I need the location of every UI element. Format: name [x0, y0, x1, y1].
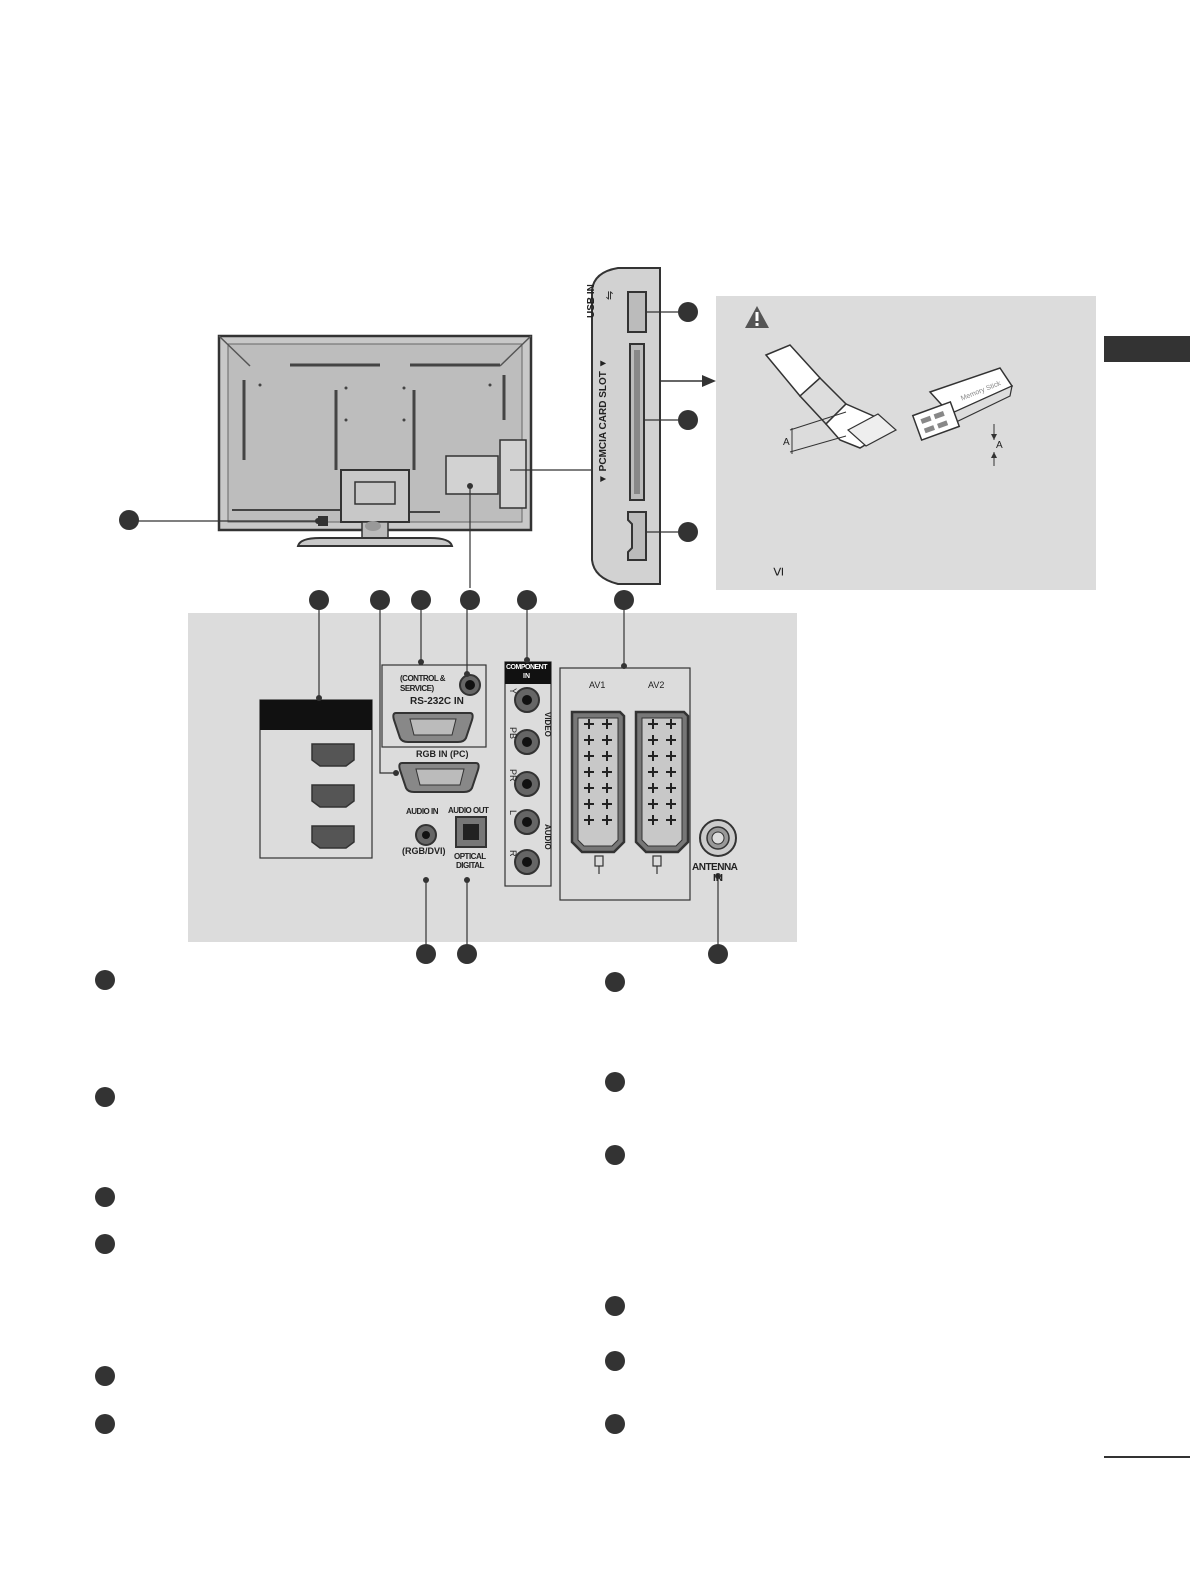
- rgb-port: [398, 762, 480, 793]
- pr-label: PR: [508, 769, 518, 782]
- rs232c-label: RS-232C IN: [410, 696, 464, 707]
- list-marker: [605, 1145, 625, 1165]
- callout-marker: [309, 590, 329, 610]
- audio-out-label: AUDIO OUT: [448, 806, 489, 815]
- list-marker: [95, 1087, 115, 1107]
- component-label: COMPONENT: [506, 664, 548, 671]
- audio-in-sub-label: (RGB/DVI): [402, 846, 446, 856]
- rgb-in-label: RGB IN (PC): [416, 749, 469, 759]
- callout-marker: [678, 302, 698, 322]
- scart-pins: [584, 719, 676, 825]
- list-marker: [605, 1296, 625, 1316]
- tv-back-view: [217, 334, 533, 547]
- av1-label: AV1: [589, 680, 606, 690]
- video-label: VIDEO: [543, 712, 552, 737]
- side-panel: ⇋: [591, 267, 661, 585]
- pb-label: PB: [508, 727, 518, 740]
- list-marker: [605, 972, 625, 992]
- l-label: L: [508, 810, 518, 816]
- scart-av1: [570, 710, 626, 854]
- callout-marker: [517, 590, 537, 610]
- usb-stick-drawing: [911, 367, 1014, 466]
- usb-in-label: USB IN: [586, 284, 597, 318]
- list-marker: [95, 1414, 115, 1434]
- control-service-label: (CONTROL & SERVICE): [400, 674, 446, 693]
- svg-text:⇋: ⇋: [604, 291, 616, 300]
- scart-av2: [634, 710, 690, 854]
- antenna-in-label: IN: [713, 873, 723, 884]
- limit-symbol: ≤: [770, 567, 787, 576]
- warning-box: [716, 296, 1096, 590]
- list-marker: [605, 1414, 625, 1434]
- usb-dimension-label: A: [996, 440, 1003, 451]
- callout-marker: [460, 590, 480, 610]
- antenna-label: ANTENNA: [692, 862, 738, 873]
- audio-in-label: AUDIO IN: [406, 807, 439, 816]
- r-label: R: [508, 850, 518, 857]
- callout-marker: [614, 590, 634, 610]
- page-rule: [1104, 1456, 1190, 1458]
- callout-marker: [708, 944, 728, 964]
- audio-label: AUDIO: [543, 824, 552, 850]
- y-label: Y: [508, 688, 518, 695]
- hdmi-block: [259, 699, 373, 859]
- list-marker: [95, 1234, 115, 1254]
- callout-marker: [678, 410, 698, 430]
- av2-label: AV2: [648, 680, 665, 690]
- component-jacks: [514, 687, 540, 875]
- list-marker: [95, 1366, 115, 1386]
- chapter-tab: [1104, 336, 1190, 362]
- callout-marker: [416, 944, 436, 964]
- list-marker: [95, 970, 115, 990]
- callout-marker: [119, 510, 139, 530]
- digital-label: DIGITAL: [456, 861, 484, 870]
- callout-marker: [678, 522, 698, 542]
- list-marker: [605, 1072, 625, 1092]
- list-marker: [95, 1187, 115, 1207]
- rs232c-port: [392, 712, 474, 743]
- hdmi-dimension-label: A: [783, 437, 790, 448]
- hdmi-cable-drawing: [764, 344, 898, 454]
- callout-marker: [457, 944, 477, 964]
- component-in-label: IN: [523, 673, 530, 680]
- antenna-connector: [699, 819, 737, 857]
- list-marker: [605, 1351, 625, 1371]
- pcmcia-label: ▼ PCMCIA CARD SLOT ▼: [598, 358, 609, 484]
- optical-label: OPTICAL: [454, 852, 486, 861]
- warning-icon: [745, 306, 769, 328]
- callout-marker: [370, 590, 390, 610]
- callout-marker: [411, 590, 431, 610]
